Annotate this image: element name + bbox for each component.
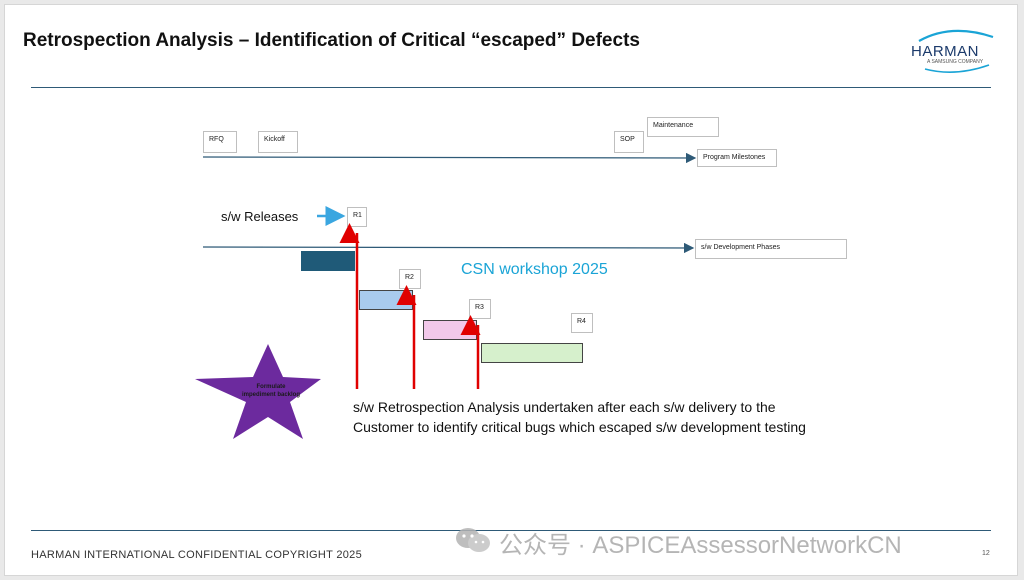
milestones-timeline bbox=[202, 152, 697, 164]
dev-phases-label: s/w Development Phases bbox=[695, 239, 847, 259]
phase-bar-1 bbox=[301, 251, 355, 271]
logo-swoosh-icon bbox=[918, 29, 994, 73]
harman-logo: HARMAN A SAMSUNG COMPANY bbox=[905, 25, 997, 75]
milestone-rfq: RFQ bbox=[203, 131, 237, 153]
page-number: 12 bbox=[982, 550, 990, 557]
slide-title: Retrospection Analysis – Identification … bbox=[23, 30, 640, 51]
phases-timeline bbox=[202, 242, 695, 254]
milestone-sop: SOP bbox=[614, 131, 644, 153]
retrospection-description: s/w Retrospection Analysis undertaken af… bbox=[353, 399, 806, 435]
milestone-kickoff: Kickoff bbox=[258, 131, 298, 153]
workshop-label: CSN workshop 2025 bbox=[461, 261, 608, 278]
star-shape bbox=[195, 344, 321, 439]
footer-text: HARMAN INTERNATIONAL CONFIDENTIAL COPYRI… bbox=[31, 549, 363, 561]
slide: Retrospection Analysis – Identification … bbox=[4, 4, 1018, 576]
diagram-lines bbox=[195, 152, 697, 439]
footer-rule bbox=[31, 530, 991, 531]
milestone-maintenance: Maintenance bbox=[647, 117, 719, 137]
sw-releases-label: s/w Releases bbox=[221, 209, 299, 224]
release-r4: R4 bbox=[571, 313, 593, 333]
logo-name: HARMAN bbox=[911, 43, 980, 60]
watermark-text: 公众号 · ASPICEAssessorNetworkCN bbox=[499, 532, 902, 559]
program-milestones-label: Program Milestones bbox=[697, 149, 777, 167]
logo-tagline: A SAMSUNG COMPANY bbox=[927, 59, 984, 65]
wechat-icon bbox=[456, 528, 490, 552]
header-rule bbox=[31, 87, 991, 88]
phase-bar-4 bbox=[481, 343, 583, 363]
star-label: Formulate impediment backlog bbox=[242, 384, 301, 398]
